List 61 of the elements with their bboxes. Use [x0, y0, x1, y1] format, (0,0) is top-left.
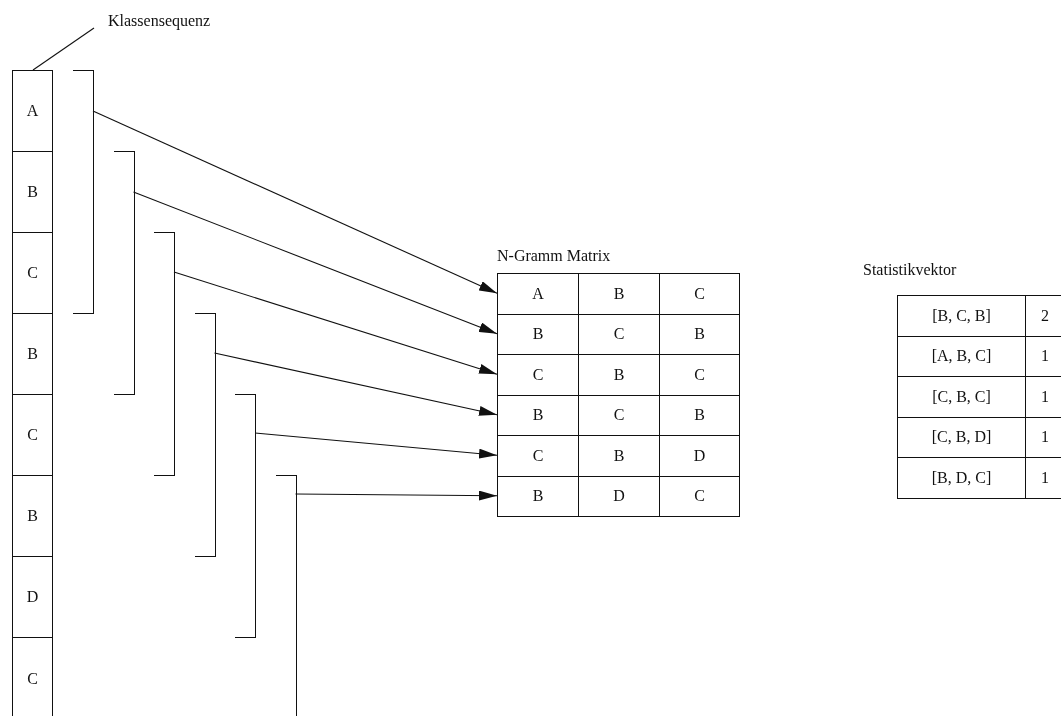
- bracket: [235, 394, 256, 638]
- table-cell: C: [579, 314, 660, 354]
- sequence-cell: A: [13, 71, 52, 152]
- table-cell: [A, B, C]: [898, 336, 1026, 376]
- sequence-cell: C: [13, 395, 52, 476]
- table-cell-text: 1: [1040, 427, 1050, 448]
- bracket: [275, 475, 297, 716]
- table-cell-text: D: [692, 445, 707, 466]
- bracket: [194, 313, 216, 557]
- sequence-cell: B: [13, 476, 52, 557]
- sequence-cell: C: [13, 233, 52, 314]
- leader-line: [32, 27, 95, 71]
- table-cell-text: 1: [1040, 386, 1050, 407]
- table-row: [897, 295, 1061, 337]
- sequence-cell: C: [13, 638, 52, 716]
- table-cell: A: [498, 274, 579, 314]
- table-cell: B: [579, 355, 660, 395]
- table-row: [497, 273, 740, 315]
- bracket: [73, 70, 94, 314]
- table-cell: D: [579, 476, 660, 516]
- bracket: [113, 151, 135, 395]
- table-row: [897, 457, 1061, 499]
- table-cell-text: C: [693, 364, 706, 385]
- table-title: N-Gramm Matrix: [497, 247, 611, 265]
- table-cell: [C, B, C]: [898, 377, 1026, 417]
- table-cell-text: 1: [1040, 346, 1050, 367]
- table-cell: B: [498, 476, 579, 516]
- arrow: [213, 352, 498, 416]
- arrow: [294, 490, 498, 501]
- table-cell: C: [498, 436, 579, 476]
- sequence-label: Klassensequenz: [108, 12, 211, 30]
- sequence-cell: B: [13, 152, 52, 233]
- table-row: [497, 313, 740, 355]
- table-cell: [C, B, D]: [898, 417, 1026, 457]
- table-cell-text: 2: [1040, 305, 1050, 326]
- arrow: [254, 432, 498, 459]
- sequence-cell: B: [13, 314, 52, 395]
- table-cell-text: 1: [1040, 467, 1050, 488]
- table-row: [497, 394, 740, 436]
- table-cell: C: [579, 395, 660, 435]
- table-row: [497, 475, 740, 517]
- arrow: [173, 271, 498, 375]
- table-cell: [B, D, C]: [898, 458, 1026, 498]
- sequence-column: [12, 70, 53, 716]
- table-cell: [B, C, B]: [898, 296, 1026, 336]
- table-row: [497, 435, 740, 477]
- table-title: Statistikvektor: [863, 261, 957, 279]
- arrow: [132, 191, 498, 335]
- table-cell-text: C: [693, 486, 706, 507]
- arrow: [92, 110, 498, 294]
- bracket: [154, 232, 175, 476]
- table-row: [497, 354, 740, 396]
- table-cell-text: B: [693, 405, 706, 426]
- table-cell: B: [579, 436, 660, 476]
- sequence-cell: D: [13, 557, 52, 638]
- table-cell-text: C: [693, 283, 706, 304]
- table-cell-text: B: [693, 324, 706, 345]
- table-cell: B: [498, 395, 579, 435]
- table-cell: B: [498, 314, 579, 354]
- table-cell: C: [498, 355, 579, 395]
- table-cell: B: [579, 274, 660, 314]
